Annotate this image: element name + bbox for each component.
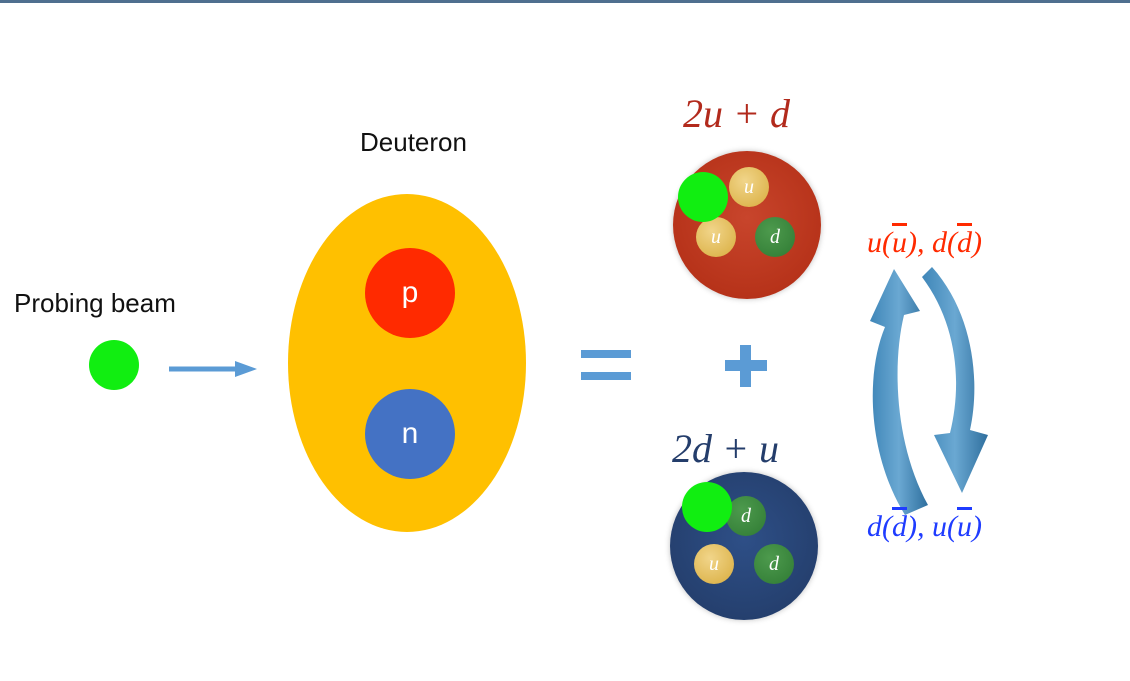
deuteron-label: Deuteron [360,127,467,157]
flavor-exchange-arrows-icon [870,267,988,515]
neutron-quark-1: d [726,496,766,536]
neutron-formula: 2d + u [672,426,779,471]
proton-hit-particle [678,172,728,222]
proton-quark-3: d [755,217,795,257]
beam-arrow-icon [169,361,257,377]
proton-label: p [401,276,419,309]
deuteron-ellipse [288,194,526,532]
neutron-quark-2: u [694,544,734,584]
top-rule [0,0,1130,3]
plus-sign [725,345,767,387]
flavor-top-q1: u [867,226,882,259]
flavor-top-q1-bar: u [892,226,907,259]
proton-quark-2: u [696,217,736,257]
neutron-quark-3: d [754,544,794,584]
flavor-top-q2: d [932,226,947,259]
beam-particle [89,340,139,390]
proton-quark-1: u [729,167,769,207]
flavor-bottom-q2: u [932,510,947,543]
proton-ball: p [365,248,455,338]
proton-formula: 2u + d [683,91,790,136]
flavor-bottom-q1: d [867,510,882,543]
neutron-ball: n [365,389,455,479]
flavor-top-q2-bar: d [957,226,972,259]
flavor-bottom-q1-bar: d [892,510,907,543]
neutron-hadron: d u d [670,472,818,620]
flavor-label-bottom: d(d), u(u) [867,510,982,543]
beam-label: Probing beam [14,288,176,318]
neutron-label: n [401,417,419,450]
neutron-hit-particle [682,482,732,532]
flavor-bottom-q2-bar: u [957,510,972,543]
flavor-label-top: u(u), d(d) [867,226,982,259]
equals-sign [581,350,631,380]
flavor-bottom-sep: , [917,510,932,543]
flavor-top-sep: , [917,226,932,259]
